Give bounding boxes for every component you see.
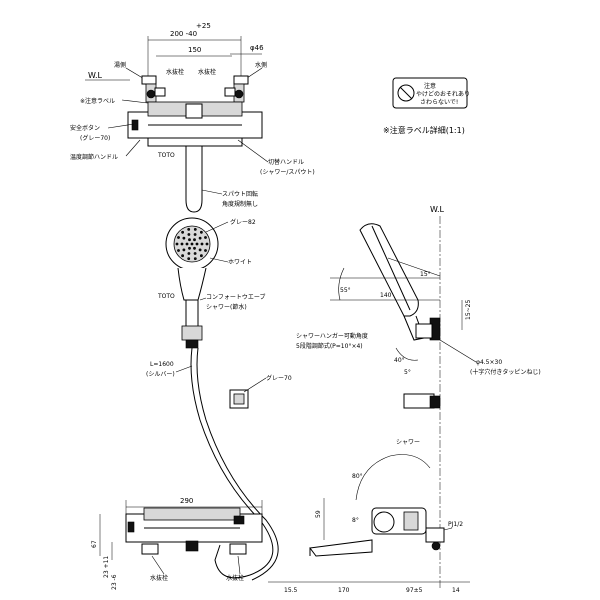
caution-line1: やけどのおそれあり (416, 90, 470, 98)
dim-15deg: 15° (420, 271, 431, 278)
nozzle-dot (177, 236, 180, 239)
nozzle-dot (187, 233, 191, 236)
bottom-stop-valve-right: 水抜栓 (226, 574, 244, 582)
dim-200-range: 200 -40 (170, 30, 197, 38)
dim-40deg: 40° (394, 357, 405, 364)
side-view: W.L 55° 15° 140 15~25 シャワーハンガー可動角度 5段階調節… (296, 205, 541, 590)
shower-head: グレー82 ホワイト TOTO コンフォートウエーブ シャワー(節水) (157, 217, 265, 349)
nozzle-dot (187, 227, 191, 231)
nozzle-dot (199, 230, 203, 234)
hot-side-label: 湯側 (114, 61, 126, 69)
dim-8deg: 8° (352, 517, 359, 524)
dim-23-plus11: 23 +11 (103, 556, 110, 578)
nozzle-dot (175, 242, 179, 246)
caution-title: 注意 (424, 82, 436, 90)
nozzle-dot (193, 257, 197, 261)
safety-button-color: (グレー70) (80, 134, 110, 142)
caution-line2: さわらないで! (420, 99, 458, 106)
nozzle-dot (195, 242, 199, 246)
nozzle-dot (205, 242, 209, 246)
wl-left-label: W.L (88, 71, 103, 80)
caution-detail-title: ※注意ラベル詳細(1:1) (383, 125, 465, 135)
nozzle-dot (190, 242, 194, 246)
front-view: +25 200 -40 150 φ46 W.L 湯側 水側 水抜栓 水抜栓 (70, 22, 315, 213)
hose-color: (シルバー) (146, 371, 175, 378)
hose-length: L=1600 (150, 361, 174, 368)
dim-23-minus6: 23 -6 (111, 574, 118, 590)
nozzle-dot (204, 236, 207, 239)
gray82-label: グレー82 (230, 218, 256, 226)
shower-label: シャワー (396, 439, 420, 446)
dim-80deg: 80° (352, 473, 363, 480)
nozzle-dot (181, 230, 185, 234)
nozzle-dot (193, 233, 197, 236)
left-connector (141, 75, 166, 103)
comfort-wave-sub: シャワー(節水) (206, 303, 247, 311)
dim-15-25: 15~25 (465, 300, 472, 320)
switch-handle-modes: (シャワー/スパウト) (260, 168, 315, 176)
caution-label-left: ※注意ラベル (80, 97, 115, 105)
water-side-label: 水側 (255, 61, 267, 69)
stop-valve-right-label: 水抜栓 (198, 68, 216, 76)
nozzle-dot (199, 254, 203, 258)
dim-phi46: φ46 (250, 44, 264, 52)
dim-55deg: 55° (340, 287, 351, 294)
dim-14: 14 (452, 587, 460, 594)
nozzle-dot (188, 238, 191, 242)
dim-140: 140 (380, 292, 392, 299)
nozzle-dot (200, 242, 204, 246)
bottom-front-view: 290 67 23 +11 23 -6 水抜栓 水抜栓 (91, 497, 263, 590)
spout-rotation-label: スパウト回転 (222, 190, 258, 198)
nozzle-dot (193, 252, 197, 255)
temp-handle-label: 温度調節ハンドル (70, 153, 118, 161)
wl-right-label: W.L (430, 205, 445, 214)
dim-97: 97±5 (406, 587, 423, 594)
nozzle-dot (204, 249, 207, 252)
bottom-stop-valve-left: 水抜栓 (150, 574, 168, 582)
screw-type: (十字穴付きタッピンねじ) (470, 368, 541, 376)
dim-5deg: 5° (404, 369, 411, 376)
nozzle-dot (193, 238, 196, 242)
right-connector (224, 75, 249, 103)
nozzle-dot (182, 236, 186, 240)
dim-170: 170 (338, 587, 350, 594)
nozzle-dot (182, 248, 186, 252)
nozzle-dot (180, 242, 184, 246)
toto-body-label: TOTO (157, 152, 175, 159)
nozzle-dot (187, 257, 191, 261)
spout-rotation-note: 角度規制無し (222, 200, 258, 208)
switch-handle-label: 切替ハンドル (268, 158, 304, 166)
dim-290: 290 (180, 497, 193, 505)
spout (185, 145, 203, 213)
nozzle-dot (185, 242, 189, 246)
bottom-side-view: シャワー 80° 8° 59 PJ1/2 15.5 170 97±5 14 (268, 439, 470, 594)
dim-plus25: +25 (196, 22, 211, 30)
white-label: ホワイト (228, 259, 252, 266)
nozzle-dot (177, 249, 180, 252)
stop-valve-left-label: 水抜栓 (166, 68, 184, 76)
hose (190, 347, 274, 579)
safety-button-label: 安全ボタン (70, 124, 100, 132)
nozzle-dot (193, 227, 197, 231)
nozzle-dot (198, 236, 202, 240)
dim-150: 150 (188, 46, 201, 54)
gray70-label: グレー70 (266, 374, 292, 382)
screw-size: φ4.5×30 (476, 359, 502, 366)
caution-label-detail: 注意 やけどのおそれあり さわらないで! ※注意ラベル詳細(1:1) (383, 77, 470, 135)
dim-15-5: 15.5 (284, 587, 298, 594)
nozzle-dot (187, 252, 191, 255)
safety-button-part: グレー70 (229, 374, 292, 409)
dim-59: 59 (315, 510, 322, 518)
pj-label: PJ1/2 (448, 521, 463, 528)
dim-67: 67 (91, 540, 98, 548)
nozzle-dot (181, 254, 185, 258)
nozzle-dot (188, 246, 191, 250)
hanger-angle-steps: 5段階調節式(P=10°×4) (296, 342, 363, 350)
nozzle-dot (198, 248, 202, 252)
toto-head-label: TOTO (157, 293, 175, 300)
comfort-wave-label: コンフォートウエーブ (206, 293, 265, 301)
hanger-angle-label: シャワーハンガー可動角度 (296, 332, 368, 340)
nozzle-dot (193, 246, 196, 250)
